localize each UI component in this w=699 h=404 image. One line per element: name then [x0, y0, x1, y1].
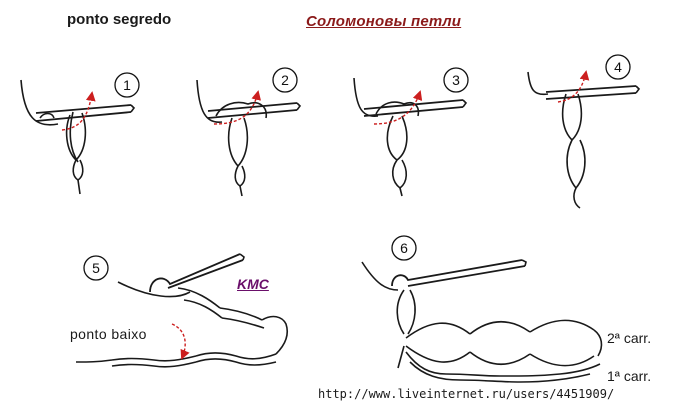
step-1-number: 1	[123, 77, 131, 93]
step-5-badge: 5	[83, 255, 109, 281]
step-2-illustration	[196, 79, 302, 197]
step-5-illustration	[75, 253, 289, 368]
step-3-badge: 3	[443, 67, 469, 93]
step-3-illustration	[353, 77, 468, 197]
step-4-number: 4	[614, 59, 622, 75]
title-ponto-segredo: ponto segredo	[67, 11, 172, 28]
label-ponto-baixo: ponto baixo	[70, 326, 147, 342]
step-4-illustration	[527, 71, 641, 209]
step-3-number: 3	[452, 72, 460, 88]
step-2-arrow	[213, 90, 262, 125]
source-url: http://www.liveinternet.ru/users/4451909…	[318, 387, 615, 401]
step-5-number: 5	[92, 260, 100, 276]
step-1-illustration	[20, 79, 136, 195]
step-2-badge: 2	[272, 67, 298, 93]
title-russian: Соломоновы петли	[306, 13, 462, 30]
step-3-arrow	[373, 90, 423, 125]
step-1-arrow	[61, 91, 96, 131]
brand-kmc: KMC	[237, 276, 269, 292]
label-1a-carr: 1ª carr.	[607, 368, 652, 384]
step-6-illustration	[361, 259, 603, 383]
step-5-arrow	[171, 323, 190, 360]
step-1-badge: 1	[114, 72, 140, 98]
step-6-number: 6	[400, 240, 408, 256]
label-2a-carr: 2ª carr.	[607, 330, 652, 346]
step-6-badge: 6	[391, 235, 417, 261]
step-2-number: 2	[281, 72, 289, 88]
step-4-badge: 4	[605, 54, 631, 80]
